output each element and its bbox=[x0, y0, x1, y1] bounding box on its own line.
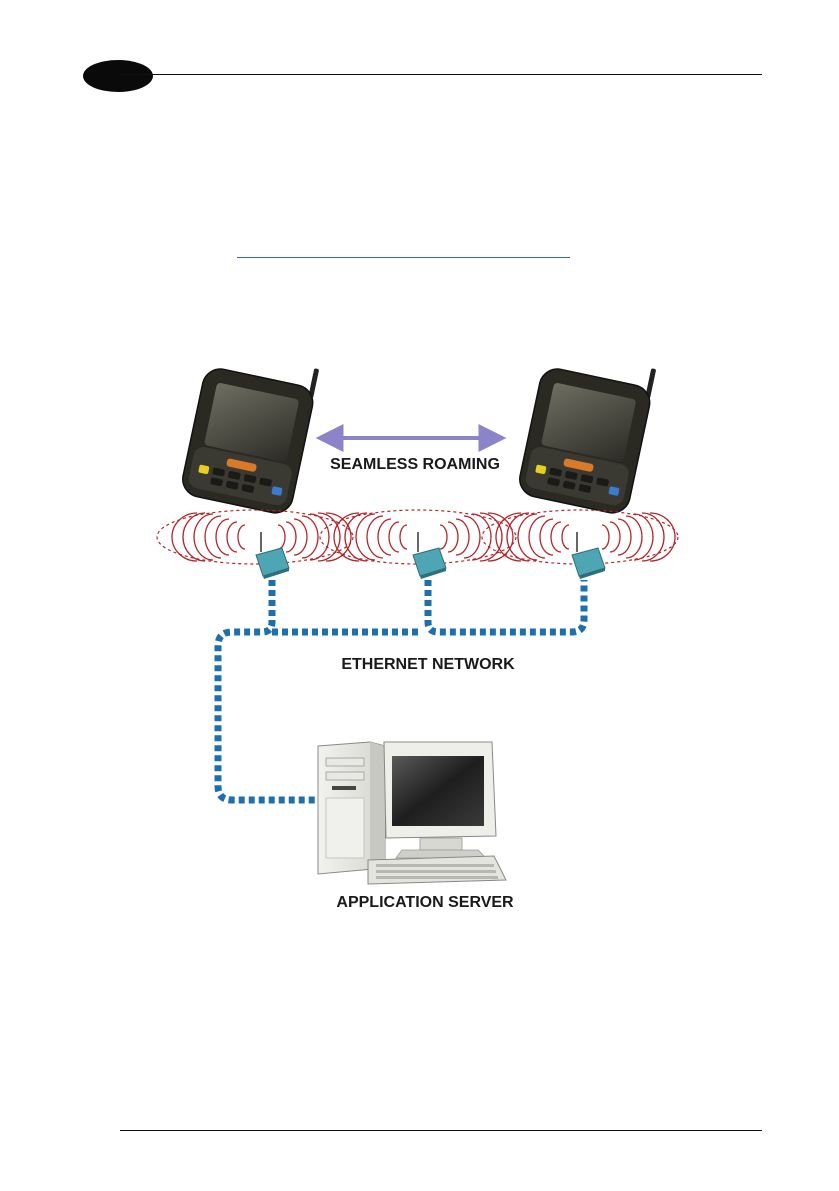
access-point-right bbox=[572, 532, 605, 579]
application-server-computer bbox=[318, 742, 506, 884]
roaming-label: SEAMLESS ROAMING bbox=[330, 456, 500, 473]
network-label: ETHERNET NETWORK bbox=[341, 656, 515, 673]
access-point-middle bbox=[413, 532, 446, 579]
access-point-left bbox=[256, 532, 289, 579]
server-label: APPLICATION SERVER bbox=[336, 894, 514, 911]
mobile-computer-left bbox=[179, 346, 320, 516]
mobile-computer-right bbox=[516, 346, 657, 516]
footer-rule bbox=[120, 1130, 762, 1131]
